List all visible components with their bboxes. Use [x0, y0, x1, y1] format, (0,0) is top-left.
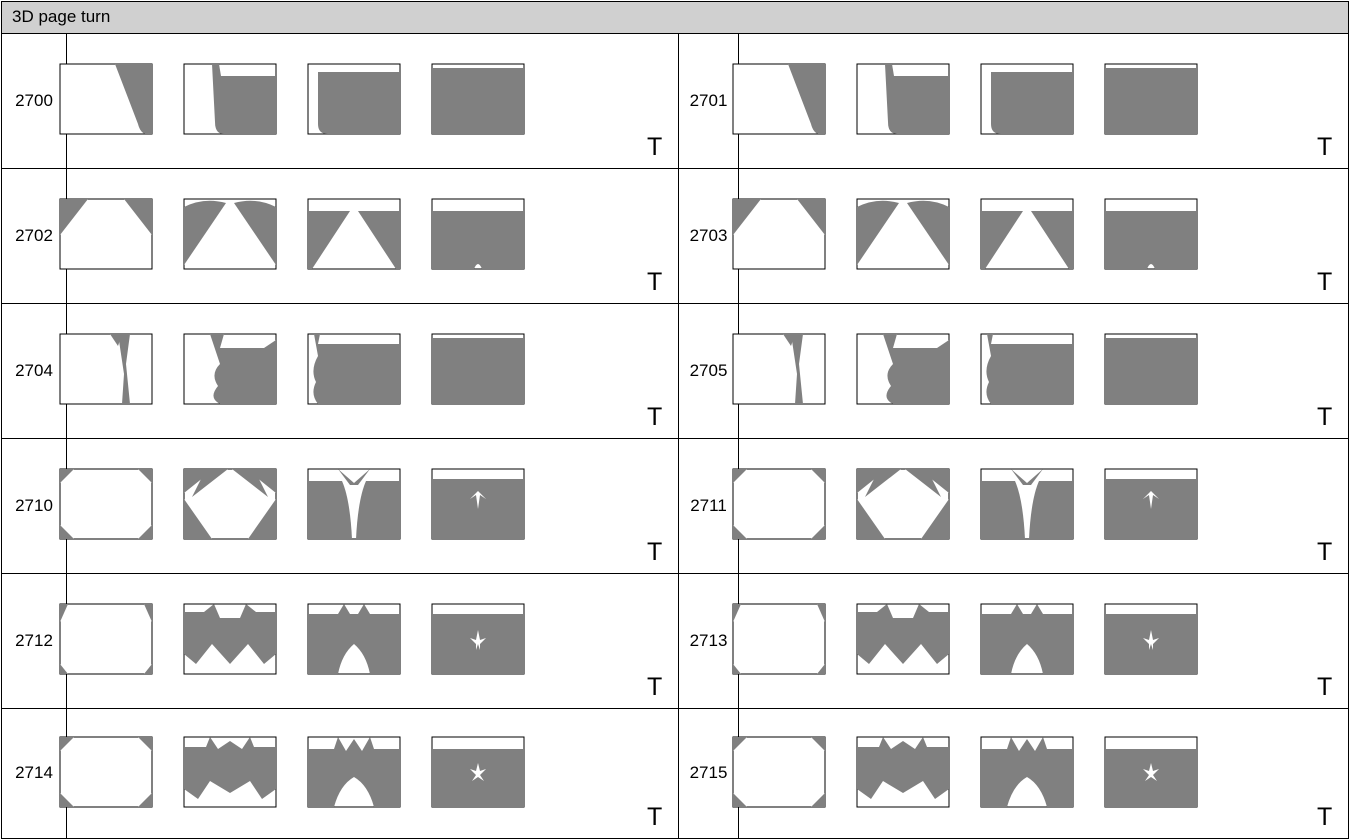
transition-type-mark: T: [1317, 270, 1332, 295]
transition-thumbnail: [307, 198, 401, 270]
transition-thumbnail: [732, 736, 826, 808]
transition-thumbnail: [59, 333, 153, 405]
transition-thumbnail: [307, 63, 401, 135]
transition-thumbnail: [980, 603, 1074, 675]
transition-thumbnail: [1104, 198, 1198, 270]
transition-type-mark: T: [1317, 675, 1332, 700]
transition-thumbnail: [732, 333, 826, 405]
transition-thumbnail: [732, 468, 826, 540]
transition-thumbnail: [431, 603, 525, 675]
transition-code: 2700: [2, 33, 67, 168]
transition-thumbnail: [183, 333, 277, 405]
transition-thumbnail: [307, 736, 401, 808]
transition-thumbnail: [59, 63, 153, 135]
transition-type-mark: T: [1317, 405, 1332, 430]
transition-code: 2711: [679, 438, 739, 573]
transition-code: 2705: [679, 303, 739, 438]
transition-thumbnail: [307, 603, 401, 675]
transition-thumbnail: [980, 468, 1074, 540]
transition-thumbnail: [431, 198, 525, 270]
transition-thumbnail: [1104, 603, 1198, 675]
transition-code: 2701: [679, 33, 739, 168]
transition-code: 2715: [679, 708, 739, 838]
transition-thumbnail: [431, 468, 525, 540]
transition-thumbnail: [732, 603, 826, 675]
transition-thumbnail: [856, 736, 950, 808]
transition-thumbnail: [732, 198, 826, 270]
transition-type-mark: T: [647, 405, 662, 430]
transition-thumbnail: [732, 63, 826, 135]
page-header: 3D page turn: [1, 1, 1349, 34]
transition-thumbnail: [856, 468, 950, 540]
transition-thumbnail: [856, 198, 950, 270]
transition-thumbnail: [980, 333, 1074, 405]
transition-thumbnail: [980, 63, 1074, 135]
transition-thumbnail: [59, 468, 153, 540]
transition-type-mark: T: [647, 675, 662, 700]
transition-thumbnail: [59, 603, 153, 675]
transition-thumbnail: [307, 333, 401, 405]
transition-type-mark: T: [1317, 540, 1332, 565]
transition-thumbnail: [980, 198, 1074, 270]
transition-code: 2703: [679, 168, 739, 303]
transition-type-mark: T: [647, 805, 662, 830]
transition-thumbnail: [183, 736, 277, 808]
transition-code: 2714: [2, 708, 67, 838]
transition-thumbnail: [1104, 63, 1198, 135]
page-title: 3D page turn: [12, 7, 110, 27]
transition-thumbnail: [183, 468, 277, 540]
transition-code: 2710: [2, 438, 67, 573]
transition-thumbnail: [431, 736, 525, 808]
transition-thumbnail: [431, 333, 525, 405]
transition-thumbnail: [183, 63, 277, 135]
transition-type-mark: T: [647, 135, 662, 160]
transition-thumbnail: [1104, 333, 1198, 405]
transition-code: 2712: [2, 573, 67, 708]
transition-thumbnail: [183, 603, 277, 675]
transition-thumbnail: [59, 736, 153, 808]
transition-code: 2704: [2, 303, 67, 438]
transition-thumbnail: [856, 603, 950, 675]
transition-thumbnail: [183, 198, 277, 270]
transition-type-mark: T: [1317, 805, 1332, 830]
transition-thumbnail: [980, 736, 1074, 808]
transition-thumbnail: [1104, 736, 1198, 808]
transition-thumbnail: [431, 63, 525, 135]
transition-type-mark: T: [647, 540, 662, 565]
transition-type-mark: T: [647, 270, 662, 295]
transition-code: 2702: [2, 168, 67, 303]
transition-thumbnail: [856, 333, 950, 405]
transition-thumbnail: [856, 63, 950, 135]
transition-type-mark: T: [1317, 135, 1332, 160]
transition-code: 2713: [679, 573, 739, 708]
transition-thumbnail: [307, 468, 401, 540]
transition-thumbnail: [59, 198, 153, 270]
transition-thumbnail: [1104, 468, 1198, 540]
